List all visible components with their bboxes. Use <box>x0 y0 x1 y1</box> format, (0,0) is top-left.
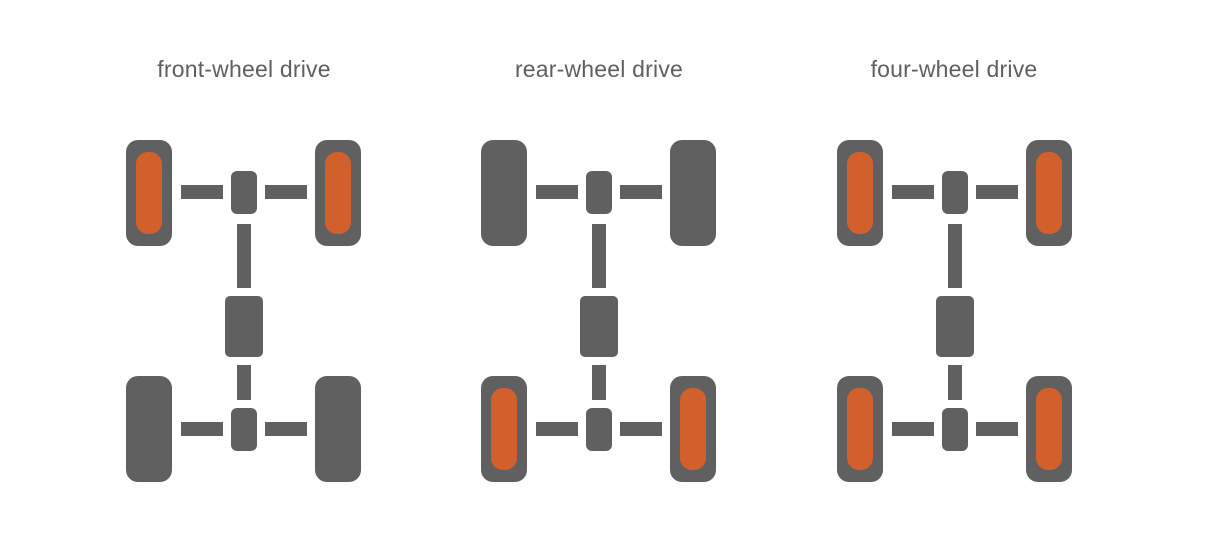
front-driveshaft <box>592 224 606 288</box>
panel-four-wheel-drive <box>837 140 1072 482</box>
front-right-wheel-driven-highlight <box>1036 152 1062 234</box>
rear-right-wheel <box>315 376 361 482</box>
front-axle-right-shaft <box>976 185 1018 199</box>
rear-axle-right-shaft <box>265 422 307 436</box>
front-left-wheel-driven-highlight <box>136 152 162 234</box>
rear-driveshaft <box>237 365 251 400</box>
front-right-wheel-driven-highlight <box>325 152 351 234</box>
rear-left-wheel <box>126 376 172 482</box>
transmission <box>580 296 618 357</box>
rear-axle-left-shaft <box>892 422 934 436</box>
rear-differential <box>231 408 257 451</box>
panel-rear-wheel-drive <box>481 140 716 482</box>
rear-right-wheel-driven-highlight <box>1036 388 1062 470</box>
rear-right-wheel-driven-highlight <box>680 388 706 470</box>
rear-left-wheel-driven-highlight <box>491 388 517 470</box>
rear-axle-left-shaft <box>536 422 578 436</box>
front-axle-right-shaft <box>265 185 307 199</box>
title-rear-wheel-drive: rear-wheel drive <box>514 56 684 82</box>
rear-left-wheel-driven-highlight <box>847 388 873 470</box>
front-left-wheel-driven-highlight <box>847 152 873 234</box>
front-axle-right-shaft <box>620 185 662 199</box>
rear-driveshaft <box>592 365 606 400</box>
front-driveshaft <box>948 224 962 288</box>
panel-front-wheel-drive <box>126 140 361 482</box>
front-differential <box>231 171 257 214</box>
front-axle-left-shaft <box>536 185 578 199</box>
title-front-wheel-drive: front-wheel drive <box>157 56 331 82</box>
front-axle-left-shaft <box>892 185 934 199</box>
front-left-wheel <box>481 140 527 246</box>
rear-driveshaft <box>948 365 962 400</box>
rear-differential <box>942 408 968 451</box>
transmission <box>936 296 974 357</box>
front-differential <box>942 171 968 214</box>
transmission <box>225 296 263 357</box>
rear-axle-left-shaft <box>181 422 223 436</box>
rear-differential <box>586 408 612 451</box>
front-axle-left-shaft <box>181 185 223 199</box>
rear-axle-right-shaft <box>976 422 1018 436</box>
rear-axle-right-shaft <box>620 422 662 436</box>
front-right-wheel <box>670 140 716 246</box>
front-driveshaft <box>237 224 251 288</box>
front-differential <box>586 171 612 214</box>
title-four-wheel-drive: four-wheel drive <box>870 56 1038 82</box>
